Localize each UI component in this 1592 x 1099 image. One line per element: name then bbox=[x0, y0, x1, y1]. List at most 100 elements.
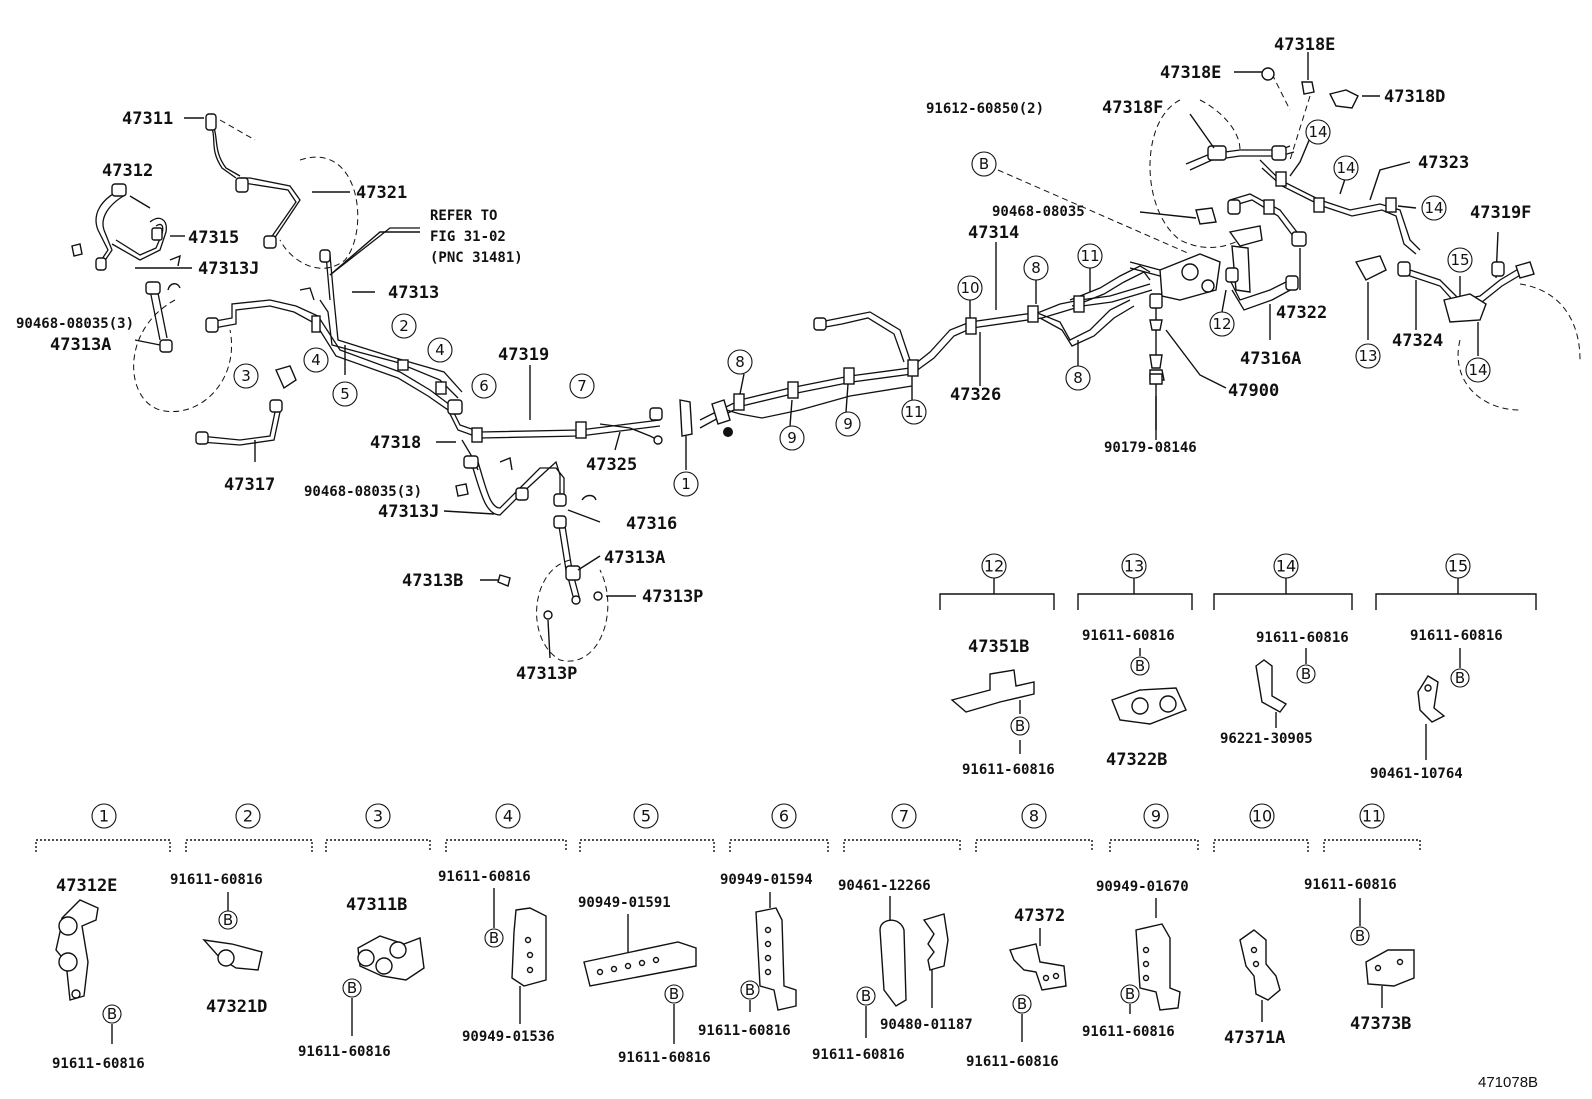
svg-text:14: 14 bbox=[1308, 123, 1327, 141]
svg-text:3: 3 bbox=[373, 807, 383, 826]
detail-group-2: 2 91611-60816 B 47321D bbox=[170, 803, 313, 1017]
svg-text:47312E: 47312E bbox=[56, 876, 117, 896]
svg-text:90461-12266: 90461-12266 bbox=[838, 878, 931, 894]
svg-text:12: 12 bbox=[984, 557, 1004, 576]
callout-14d: 14 bbox=[1465, 357, 1491, 383]
detail-row-top: 12 47351B B 91611-60816 13 91611-60816 B… bbox=[939, 553, 1537, 782]
svg-text:91611-60816: 91611-60816 bbox=[438, 869, 531, 885]
svg-text:B: B bbox=[1125, 985, 1135, 1003]
svg-text:B: B bbox=[223, 911, 233, 929]
callout-2: 2 bbox=[391, 313, 417, 339]
label-90468-08035-right: 90468-08035 bbox=[992, 204, 1085, 220]
callout-14a: 14 bbox=[1305, 119, 1331, 145]
label-47323: 47323 bbox=[1418, 153, 1469, 173]
svg-text:B: B bbox=[1017, 995, 1027, 1013]
label-47313a-upper: 47313A bbox=[50, 335, 111, 355]
svg-text:7: 7 bbox=[899, 807, 909, 826]
svg-text:90949-01591: 90949-01591 bbox=[578, 895, 671, 911]
detail-group-13: 13 91611-60816 B 47322B bbox=[1077, 553, 1193, 770]
callout-1: 1 bbox=[673, 471, 699, 497]
label-90179-08146: 90179-08146 bbox=[1104, 440, 1197, 456]
svg-text:7: 7 bbox=[577, 377, 587, 395]
svg-text:90461-10764: 90461-10764 bbox=[1370, 766, 1463, 782]
detail-group-1: 1 47312E B 91611-60816 bbox=[35, 803, 171, 1072]
detail-group-10: 10 47371A bbox=[1213, 803, 1309, 1048]
label-90468-08035-3-left: 90468-08035(3) bbox=[16, 316, 134, 332]
svg-text:9: 9 bbox=[843, 415, 853, 433]
label-47322: 47322 bbox=[1276, 303, 1327, 323]
detail-row-bottom: 1 47312E B 91611-60816 2 91611-60816 B 4… bbox=[35, 803, 1421, 1072]
svg-text:91611-60816: 91611-60816 bbox=[1304, 877, 1397, 893]
detail-group-14: 14 91611-60816 B 96221-30905 bbox=[1213, 553, 1353, 747]
callout-3: 3 bbox=[233, 363, 259, 389]
part-labels: 47311 47312 47315 47313J 47321 90468-080… bbox=[16, 35, 1531, 684]
callout-5: 5 bbox=[332, 381, 358, 407]
svg-text:90949-01670: 90949-01670 bbox=[1096, 879, 1189, 895]
callout-8a: 8 bbox=[727, 349, 753, 375]
svg-text:12: 12 bbox=[1212, 315, 1231, 333]
svg-text:91611-60816: 91611-60816 bbox=[170, 872, 263, 888]
svg-text:2: 2 bbox=[399, 317, 409, 335]
svg-text:B: B bbox=[1135, 657, 1145, 675]
label-47319f: 47319F bbox=[1470, 203, 1531, 223]
svg-text:B: B bbox=[1455, 669, 1465, 687]
svg-text:47351B: 47351B bbox=[968, 637, 1029, 657]
callout-4a: 4 bbox=[303, 347, 329, 373]
svg-text:11: 11 bbox=[904, 403, 923, 421]
callout-11b: 11 bbox=[1077, 243, 1103, 269]
refer-note-line-1: REFER TO bbox=[430, 208, 497, 224]
detail-group-7: 7 90461-12266 B 91611-60816 90480-01187 bbox=[812, 803, 973, 1063]
svg-text:1: 1 bbox=[681, 475, 691, 493]
svg-text:10: 10 bbox=[1252, 807, 1272, 826]
svg-text:47372: 47372 bbox=[1014, 906, 1065, 926]
label-47315: 47315 bbox=[188, 228, 239, 248]
svg-text:91611-60816: 91611-60816 bbox=[1256, 630, 1349, 646]
svg-text:4: 4 bbox=[503, 807, 513, 826]
front-brake-area bbox=[71, 113, 693, 662]
svg-text:47373B: 47373B bbox=[1350, 1014, 1411, 1034]
svg-text:B: B bbox=[1355, 927, 1365, 945]
label-47316: 47316 bbox=[626, 514, 677, 534]
callout-8c: 8 bbox=[1065, 365, 1091, 391]
callout-14b: 14 bbox=[1333, 155, 1359, 181]
label-47318e-left: 47318E bbox=[1160, 63, 1221, 83]
svg-text:8: 8 bbox=[1029, 807, 1039, 826]
label-47317: 47317 bbox=[224, 475, 275, 495]
detail-group-5: 5 90949-01591 B 91611-60816 bbox=[578, 803, 715, 1066]
callout-10: 10 bbox=[957, 275, 983, 301]
label-47313: 47313 bbox=[388, 283, 439, 303]
svg-text:11: 11 bbox=[1080, 247, 1099, 265]
svg-text:91611-60816: 91611-60816 bbox=[812, 1047, 905, 1063]
svg-text:47371A: 47371A bbox=[1224, 1028, 1285, 1048]
svg-text:B: B bbox=[861, 987, 871, 1005]
refer-note-line-2: FIG 31-02 bbox=[430, 229, 506, 245]
label-47326: 47326 bbox=[950, 385, 1001, 405]
svg-text:4: 4 bbox=[311, 351, 321, 369]
svg-text:14: 14 bbox=[1424, 199, 1443, 217]
detail-group-3: 3 47311B B 91611-60816 bbox=[298, 803, 431, 1060]
rear-brake-area bbox=[699, 52, 1581, 440]
svg-text:B: B bbox=[669, 985, 679, 1003]
svg-text:91611-60816: 91611-60816 bbox=[52, 1056, 145, 1072]
callout-11a: 11 bbox=[901, 399, 927, 425]
detail-group-15: 15 91611-60816 B 90461-10764 bbox=[1370, 553, 1537, 782]
label-47313j-upper: 47313J bbox=[198, 259, 259, 279]
bolt-symbol-main: B bbox=[971, 151, 997, 177]
label-47321: 47321 bbox=[356, 183, 407, 203]
callout-13: 13 bbox=[1355, 343, 1381, 369]
svg-text:14: 14 bbox=[1276, 557, 1296, 576]
svg-text:8: 8 bbox=[735, 353, 745, 371]
callout-9b: 9 bbox=[835, 411, 861, 437]
label-47311: 47311 bbox=[122, 109, 173, 129]
svg-text:B: B bbox=[347, 979, 357, 997]
svg-text:5: 5 bbox=[641, 807, 651, 826]
svg-text:5: 5 bbox=[340, 385, 350, 403]
svg-text:47311B: 47311B bbox=[346, 895, 407, 915]
refer-note-line-3: (PNC 31481) bbox=[430, 250, 523, 266]
svg-text:90949-01594: 90949-01594 bbox=[720, 872, 813, 888]
svg-text:6: 6 bbox=[479, 377, 489, 395]
label-47319: 47319 bbox=[498, 345, 549, 365]
svg-text:91611-60816: 91611-60816 bbox=[698, 1023, 791, 1039]
svg-text:13: 13 bbox=[1358, 347, 1377, 365]
